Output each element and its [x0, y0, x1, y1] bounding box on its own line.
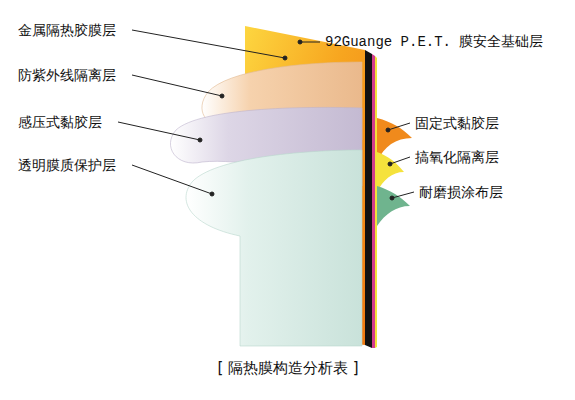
layer-label: 金属隔热胶膜层 [18, 22, 116, 38]
film-edge [365, 50, 372, 348]
leader-line [300, 42, 320, 43]
leader-line [390, 157, 410, 164]
layer-label: 防紫外线隔离层 [18, 67, 116, 83]
film-edge [375, 56, 377, 348]
coating-curl [377, 186, 410, 226]
leader-dot [390, 196, 394, 200]
film-edge [372, 54, 375, 348]
leader-line [132, 75, 222, 96]
leader-line [132, 165, 212, 194]
layer-label: 透明膜质保护层 [18, 157, 116, 173]
leader-dot [388, 162, 392, 166]
anti-oxidation-curl [377, 152, 404, 192]
leader-dot [198, 138, 202, 142]
caption: [ 隔热膜构造分析表 ] [217, 360, 358, 376]
leader-dot [220, 94, 224, 98]
layer-label: 耐磨损涂布层 [419, 184, 503, 200]
leader-line [392, 192, 414, 198]
layer-label: 固定式黏胶层 [415, 115, 499, 131]
layer-label: 感压式黏胶层 [18, 114, 102, 130]
leader-dot [386, 128, 390, 132]
layer-label: 92Guange P.E.T. 膜安全基础层 [325, 34, 543, 50]
leader-dot [210, 192, 214, 196]
leader-line [132, 30, 285, 58]
leader-dot [283, 56, 287, 60]
leader-line [388, 123, 410, 130]
leader-dot [298, 40, 302, 44]
protective-layer [186, 150, 362, 346]
layer-label: 搞氧化隔离层 [415, 149, 499, 165]
leader-line [118, 122, 200, 140]
